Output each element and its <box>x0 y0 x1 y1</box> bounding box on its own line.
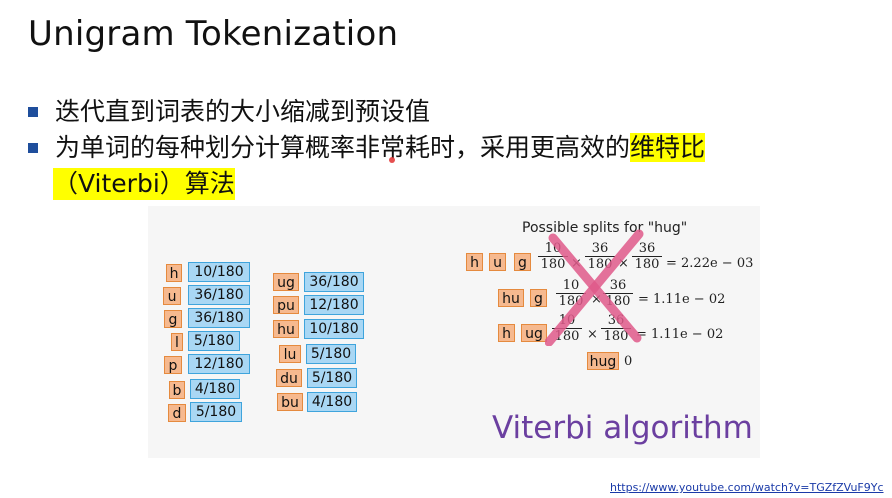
vocab-prob: 5/180 <box>190 402 242 422</box>
bullet-marker <box>28 107 38 117</box>
split-token: h <box>498 324 515 342</box>
split-result: = 2.22e − 03 <box>666 256 754 271</box>
vocab-prob: 36/180 <box>188 285 250 305</box>
vocab-prob: 36/180 <box>304 272 364 292</box>
vocab-token: u <box>163 287 181 305</box>
times-symbol: × <box>618 256 629 271</box>
split-token: g <box>514 253 531 271</box>
vocab-prob: 5/180 <box>307 368 357 388</box>
times-symbol: × <box>587 327 598 342</box>
vocab-token: pu <box>273 296 299 314</box>
vocab-prob: 10/180 <box>304 319 364 339</box>
vocab-token: bu <box>277 393 303 411</box>
vocab-token: hu <box>273 320 299 338</box>
vocab-prob: 10/180 <box>188 262 250 282</box>
vocab-prob: 36/180 <box>188 308 250 328</box>
vocab-prob: 4/180 <box>307 392 357 412</box>
figure-panel <box>148 206 760 458</box>
vocab-prob: 4/180 <box>190 379 240 399</box>
cross-out-mark <box>545 229 644 346</box>
vocab-token: b <box>169 381 185 399</box>
bullet-2-highlight: 维特比 <box>630 133 706 162</box>
vocab-token: du <box>276 369 302 387</box>
bullet-marker <box>28 143 38 153</box>
split-token: ug <box>521 324 547 342</box>
split-token: u <box>489 253 506 271</box>
splits-title: Possible splits for "hug" <box>522 220 688 236</box>
vocab-token: d <box>168 404 186 422</box>
vocab-token: g <box>164 310 182 328</box>
figure-caption: Viterbi algorithm <box>492 410 753 446</box>
split-result: = 1.11e − 02 <box>638 292 726 307</box>
split-result: 0 <box>624 354 633 369</box>
vocab-prob: 5/180 <box>188 331 240 351</box>
vocab-token: ug <box>273 273 299 291</box>
slide-title: Unigram Tokenization <box>28 14 399 54</box>
vocab-prob: 5/180 <box>306 344 356 364</box>
vocab-token: p <box>164 356 182 374</box>
pointer-dot <box>389 157 395 163</box>
bullet-2-plain: 为单词的每种划分计算概率非常耗时，采用更高效的 <box>55 133 631 162</box>
bullet-1-text: 迭代直到词表的大小缩减到预设值 <box>55 97 431 126</box>
source-link[interactable]: https://www.youtube.com/watch?v=TGZfZVuF… <box>610 481 884 494</box>
split-token: hu <box>498 289 524 307</box>
split-result: = 1.11e − 02 <box>636 327 724 342</box>
vocab-token: lu <box>279 345 301 363</box>
vocab-prob: 12/180 <box>304 295 364 315</box>
times-symbol: × <box>591 292 602 307</box>
bullet-2-text: 为单词的每种划分计算概率非常耗时，采用更高效的维特比 <box>55 132 706 164</box>
split-token: g <box>530 289 547 307</box>
vocab-token: l <box>171 333 183 351</box>
split-token: hug <box>587 352 619 370</box>
vocab-prob: 12/180 <box>188 354 250 374</box>
vocab-token: h <box>166 264 182 282</box>
split-token: h <box>466 253 483 271</box>
bullet-2-continuation: （Viterbi）算法 <box>53 168 235 200</box>
